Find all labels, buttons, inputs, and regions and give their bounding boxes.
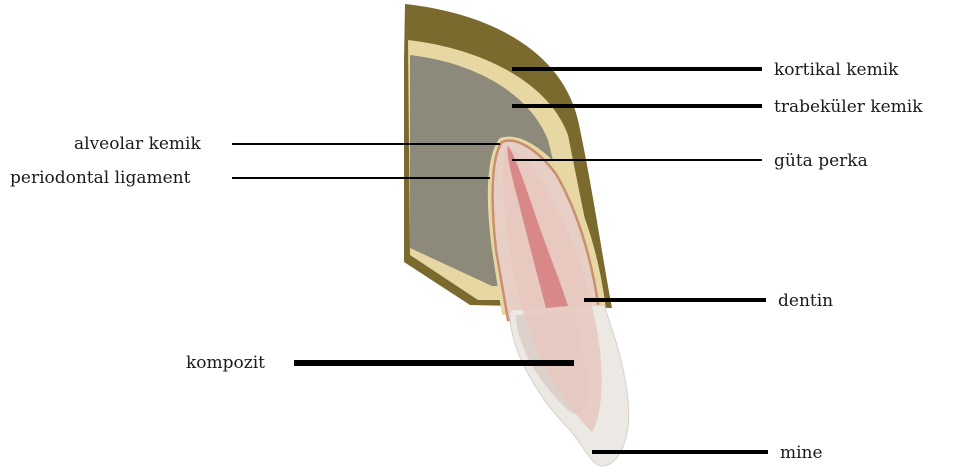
label-trabecular-bone: trabeküler kemik bbox=[774, 97, 923, 117]
label-gutta-percha: güta perka bbox=[774, 151, 868, 171]
label-composite: kompozit bbox=[186, 353, 265, 373]
label-enamel: mine bbox=[780, 443, 823, 463]
label-dentin: dentin bbox=[778, 291, 833, 311]
label-alveolar-bone: alveolar kemik bbox=[74, 134, 201, 154]
label-cortical-bone: kortikal kemik bbox=[774, 60, 899, 80]
label-periodontal-ligament: periodontal ligament bbox=[10, 168, 191, 188]
